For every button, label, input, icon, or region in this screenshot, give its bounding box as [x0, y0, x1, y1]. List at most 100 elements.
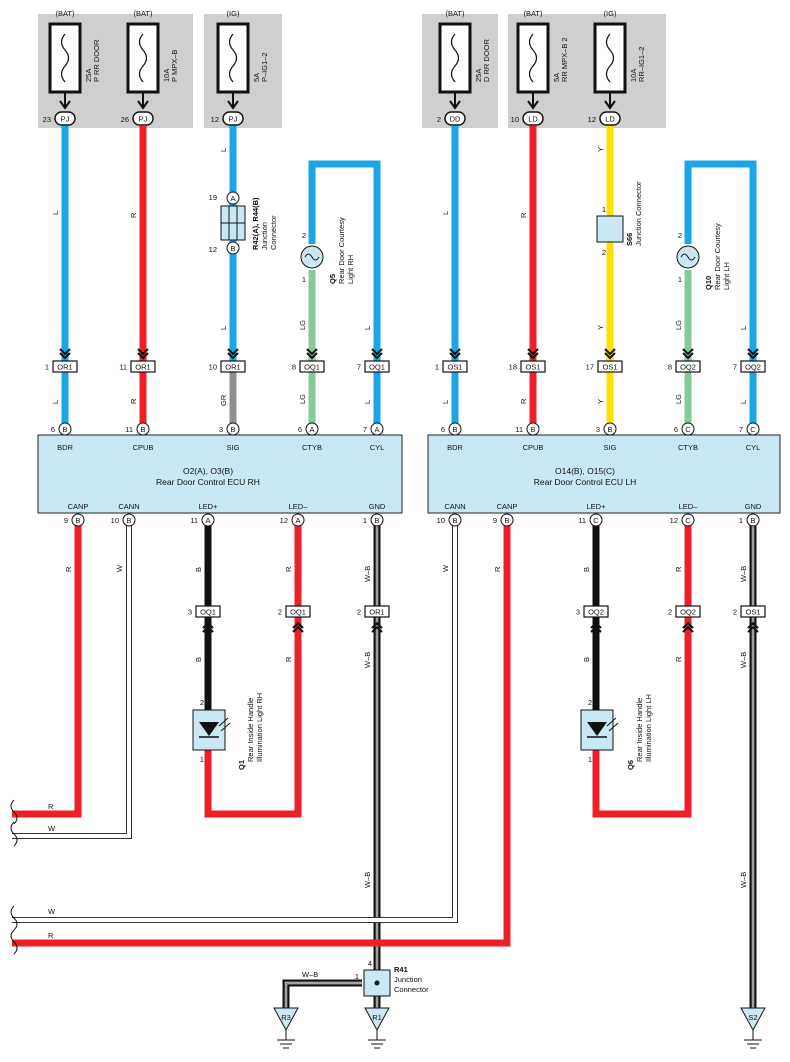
fuse-amperage: 10A — [629, 69, 638, 82]
pin-number: 2 — [602, 248, 606, 257]
wire-label: L — [51, 211, 60, 215]
pin-letter: A — [230, 194, 235, 203]
fuse-connector: PJ — [229, 115, 238, 124]
ground-label: R1 — [372, 1013, 382, 1022]
pin-letter: A — [374, 425, 379, 434]
wire-label: R — [284, 566, 293, 572]
fuse-power-source: (BAT) — [55, 9, 75, 18]
pin-letter: B — [530, 425, 535, 434]
junction-r42-line1: Junction — [260, 222, 269, 250]
pin-label: CYL — [746, 443, 761, 452]
pin-number: 1 — [302, 275, 306, 284]
fuse-pin-number: 12 — [211, 115, 219, 124]
pin-letter: B — [504, 516, 509, 525]
connector-pin: 11 — [119, 363, 127, 372]
pin-letter: B — [452, 516, 457, 525]
fuse-amperage: 10A — [162, 69, 171, 82]
fuse-power-source: (BAT) — [445, 9, 465, 18]
ecu-pins-group: B6BDRB11CPUBB3SIGA6CTYBA7CYLB9CANPB10CAN… — [51, 422, 762, 527]
pin-number: 12 — [280, 516, 288, 525]
wire-label: W–B — [302, 970, 318, 979]
junction-s66-title: S66 — [625, 233, 634, 246]
connector-name: OR1 — [369, 608, 384, 617]
wire-label: W–B — [739, 872, 748, 888]
pin-number: 11 — [578, 516, 586, 525]
fuse-name: RR MPX–B 2 — [560, 37, 569, 82]
pin-letter: B — [607, 425, 612, 434]
pin-letter: A — [309, 425, 314, 434]
ecu-rh-box — [37, 434, 403, 514]
fuse-name: P–IG1–2 — [260, 52, 269, 82]
wire-label: R — [674, 656, 683, 662]
led-q1-code: Q1 — [237, 760, 246, 770]
lamp-q5-line2: Light RH — [346, 255, 355, 284]
wire-label: L — [219, 326, 228, 330]
connector-name: OQ1 — [304, 363, 320, 372]
wire-label: LG — [674, 320, 683, 330]
pin-number: 11 — [190, 516, 198, 525]
pin-label: LED+ — [199, 502, 219, 511]
lamp-q10-line2: Light LH — [722, 262, 731, 290]
led-q6-code: Q6 — [626, 760, 635, 770]
ecu-lh-name: O14(B), O15(C) — [555, 466, 615, 476]
junction-s66-line1: Junction Connector — [634, 181, 643, 246]
pin-label: CTYB — [302, 443, 322, 452]
wire-label: W — [48, 907, 56, 916]
fuse-name: RR–IG1–2 — [637, 47, 646, 82]
connector-pin: 7 — [733, 363, 737, 372]
lamp-q5-code: Q5 — [328, 274, 337, 284]
connector-pin: 17 — [586, 363, 594, 372]
pin-letter: B — [230, 425, 235, 434]
connector-pin: 1 — [45, 363, 49, 372]
wire-label: Y — [596, 325, 605, 330]
pin-number: 2 — [200, 698, 204, 707]
wire-label: W — [48, 824, 56, 833]
pin-number: 3 — [596, 425, 600, 434]
fuse-pin-number: 10 — [511, 115, 519, 124]
pin-number: 7 — [363, 425, 367, 434]
pin-number: 6 — [51, 425, 55, 434]
fuse-connector: DD — [450, 115, 461, 124]
connector-pin: 7 — [357, 363, 361, 372]
lamp-q5: 2 1 Q5 Rear Door Courtesy Light RH — [300, 217, 355, 284]
junction-r42-r44: A B 19 12 R42(A), R44(B) Junction Connec… — [209, 191, 278, 255]
pin-letter: A — [295, 516, 300, 525]
connector-name: OQ2 — [680, 608, 696, 617]
wire-label: B — [194, 567, 203, 572]
wire-label: LG — [298, 394, 307, 404]
fuse-power-source: (IG) — [604, 9, 617, 18]
pin-label: GND — [745, 502, 762, 511]
wire-label: Y — [596, 147, 605, 152]
connector-name: OS1 — [525, 363, 540, 372]
pin-letter: C — [593, 516, 599, 525]
fuse-amperage: 5A — [552, 73, 561, 82]
wires-group — [12, 126, 757, 1008]
pin-number: 1 — [363, 516, 367, 525]
pin-letter: B — [452, 425, 457, 434]
wire-label: R — [519, 212, 528, 218]
connector-name: OQ1 — [290, 608, 306, 617]
pin-number: 1 — [355, 972, 359, 981]
ecu-rh-name: O2(A), O3(B) — [183, 466, 233, 476]
pin-number: 12 — [670, 516, 678, 525]
wire-label: R — [674, 566, 683, 572]
pin-label: CANN — [118, 502, 139, 511]
fuse-icon — [228, 33, 238, 83]
ground-icon: S2 — [740, 1007, 766, 1049]
connector-pin: 3 — [576, 608, 580, 617]
